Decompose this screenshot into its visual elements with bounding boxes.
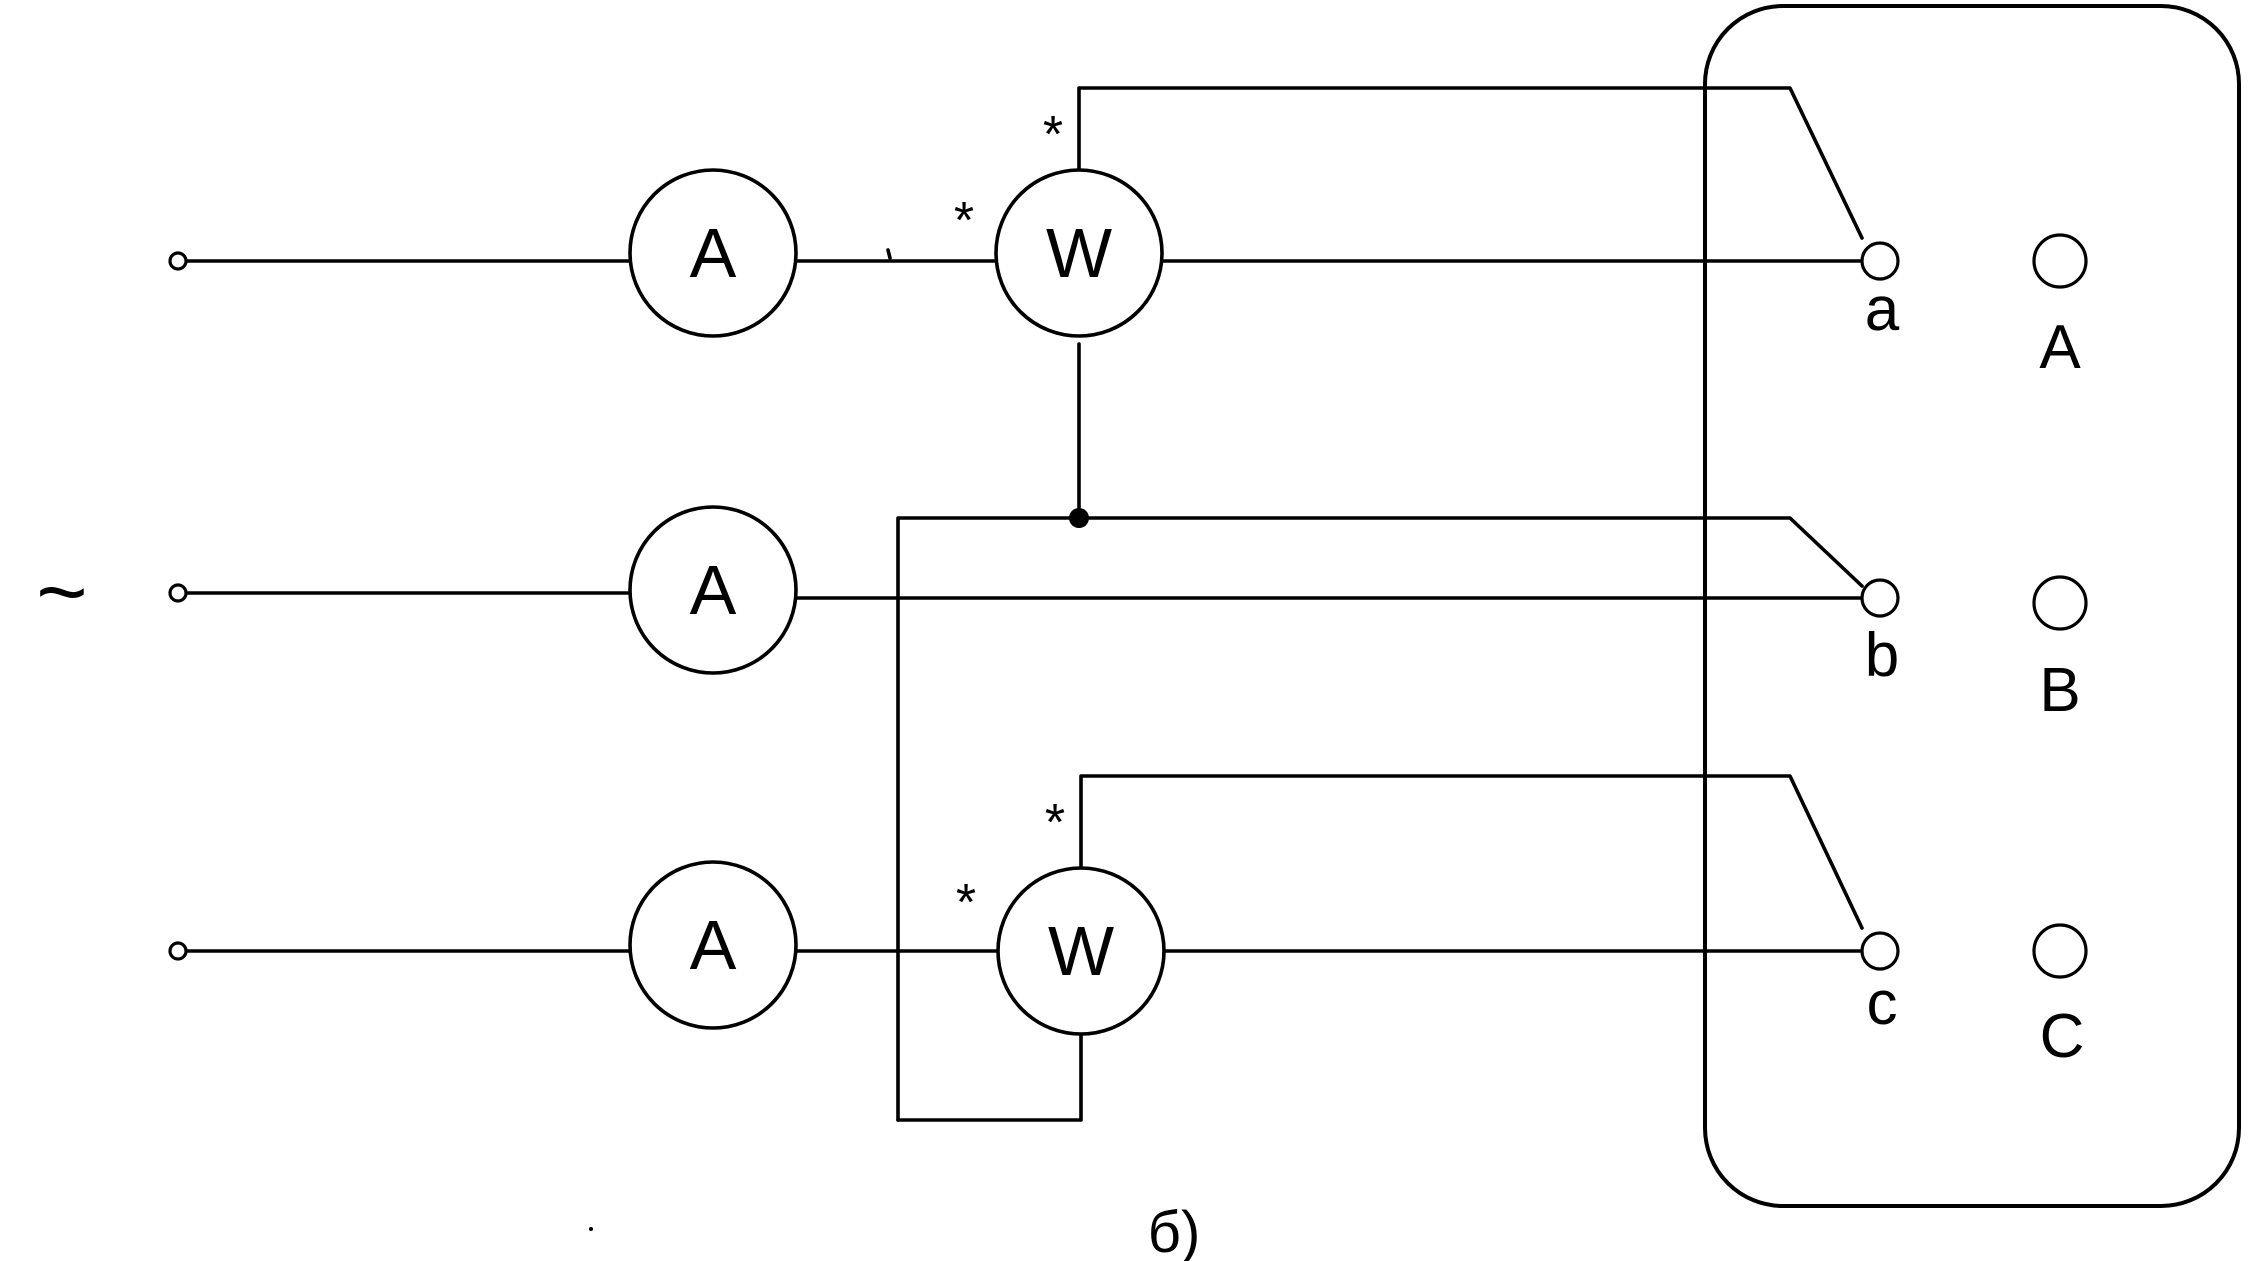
wire-wattmeter1-voltage-top <box>1077 86 1864 240</box>
terminal-a-label: a <box>1865 275 1900 344</box>
input-terminal-2 <box>168 583 188 603</box>
line-phase-c <box>184 774 1864 1122</box>
polarity-mark-w2-voltage: * <box>1045 794 1065 852</box>
tick-mark <box>886 248 892 260</box>
junction-node <box>1069 508 1089 528</box>
ammeter-3-label: A <box>690 906 737 984</box>
line-phase-a <box>184 86 1864 520</box>
ac-source-symbol: ~ <box>36 542 87 641</box>
terminal-b-label: b <box>1865 621 1899 690</box>
wattmeter-1: W <box>994 168 1164 338</box>
terminal-A <box>2032 233 2088 289</box>
ammeter-2: A <box>628 505 798 675</box>
polarity-mark-w2-current: * <box>956 874 976 932</box>
input-terminal-1 <box>168 251 188 271</box>
terminal-box <box>1703 4 2241 1208</box>
ammeter-3: A <box>628 860 798 1030</box>
terminal-c <box>1860 931 1900 971</box>
wire-wattmeter2-voltage-bottom <box>896 1032 1083 1122</box>
figure-caption: б) <box>1148 1200 1201 1261</box>
wattmeter-2: W <box>996 866 1166 1036</box>
stray-dot <box>589 1227 593 1231</box>
polarity-mark-w1-voltage: * <box>1043 106 1063 164</box>
line-phase-b <box>184 508 1864 1122</box>
ammeter-1-label: A <box>690 214 737 292</box>
input-terminal-3 <box>168 941 188 961</box>
terminal-a <box>1860 241 1900 281</box>
wattmeter-1-label: W <box>1046 214 1112 292</box>
wattmeter-2-label: W <box>1048 912 1114 990</box>
terminal-b <box>1860 578 1900 618</box>
terminal-C <box>2032 923 2088 979</box>
wire-common-voltage-bus <box>896 516 1864 1122</box>
terminal-B-label: B <box>2039 656 2080 725</box>
terminal-c-label: c <box>1867 969 1898 1038</box>
ammeter-1: A <box>628 168 798 338</box>
terminal-B <box>2032 575 2088 631</box>
polarity-mark-w1-current: * <box>954 192 974 250</box>
ammeter-2-label: A <box>690 551 737 629</box>
wire-wattmeter2-voltage-top <box>1079 774 1864 930</box>
terminal-A-label: A <box>2039 313 2081 382</box>
terminal-C-label: C <box>2040 1002 2085 1071</box>
